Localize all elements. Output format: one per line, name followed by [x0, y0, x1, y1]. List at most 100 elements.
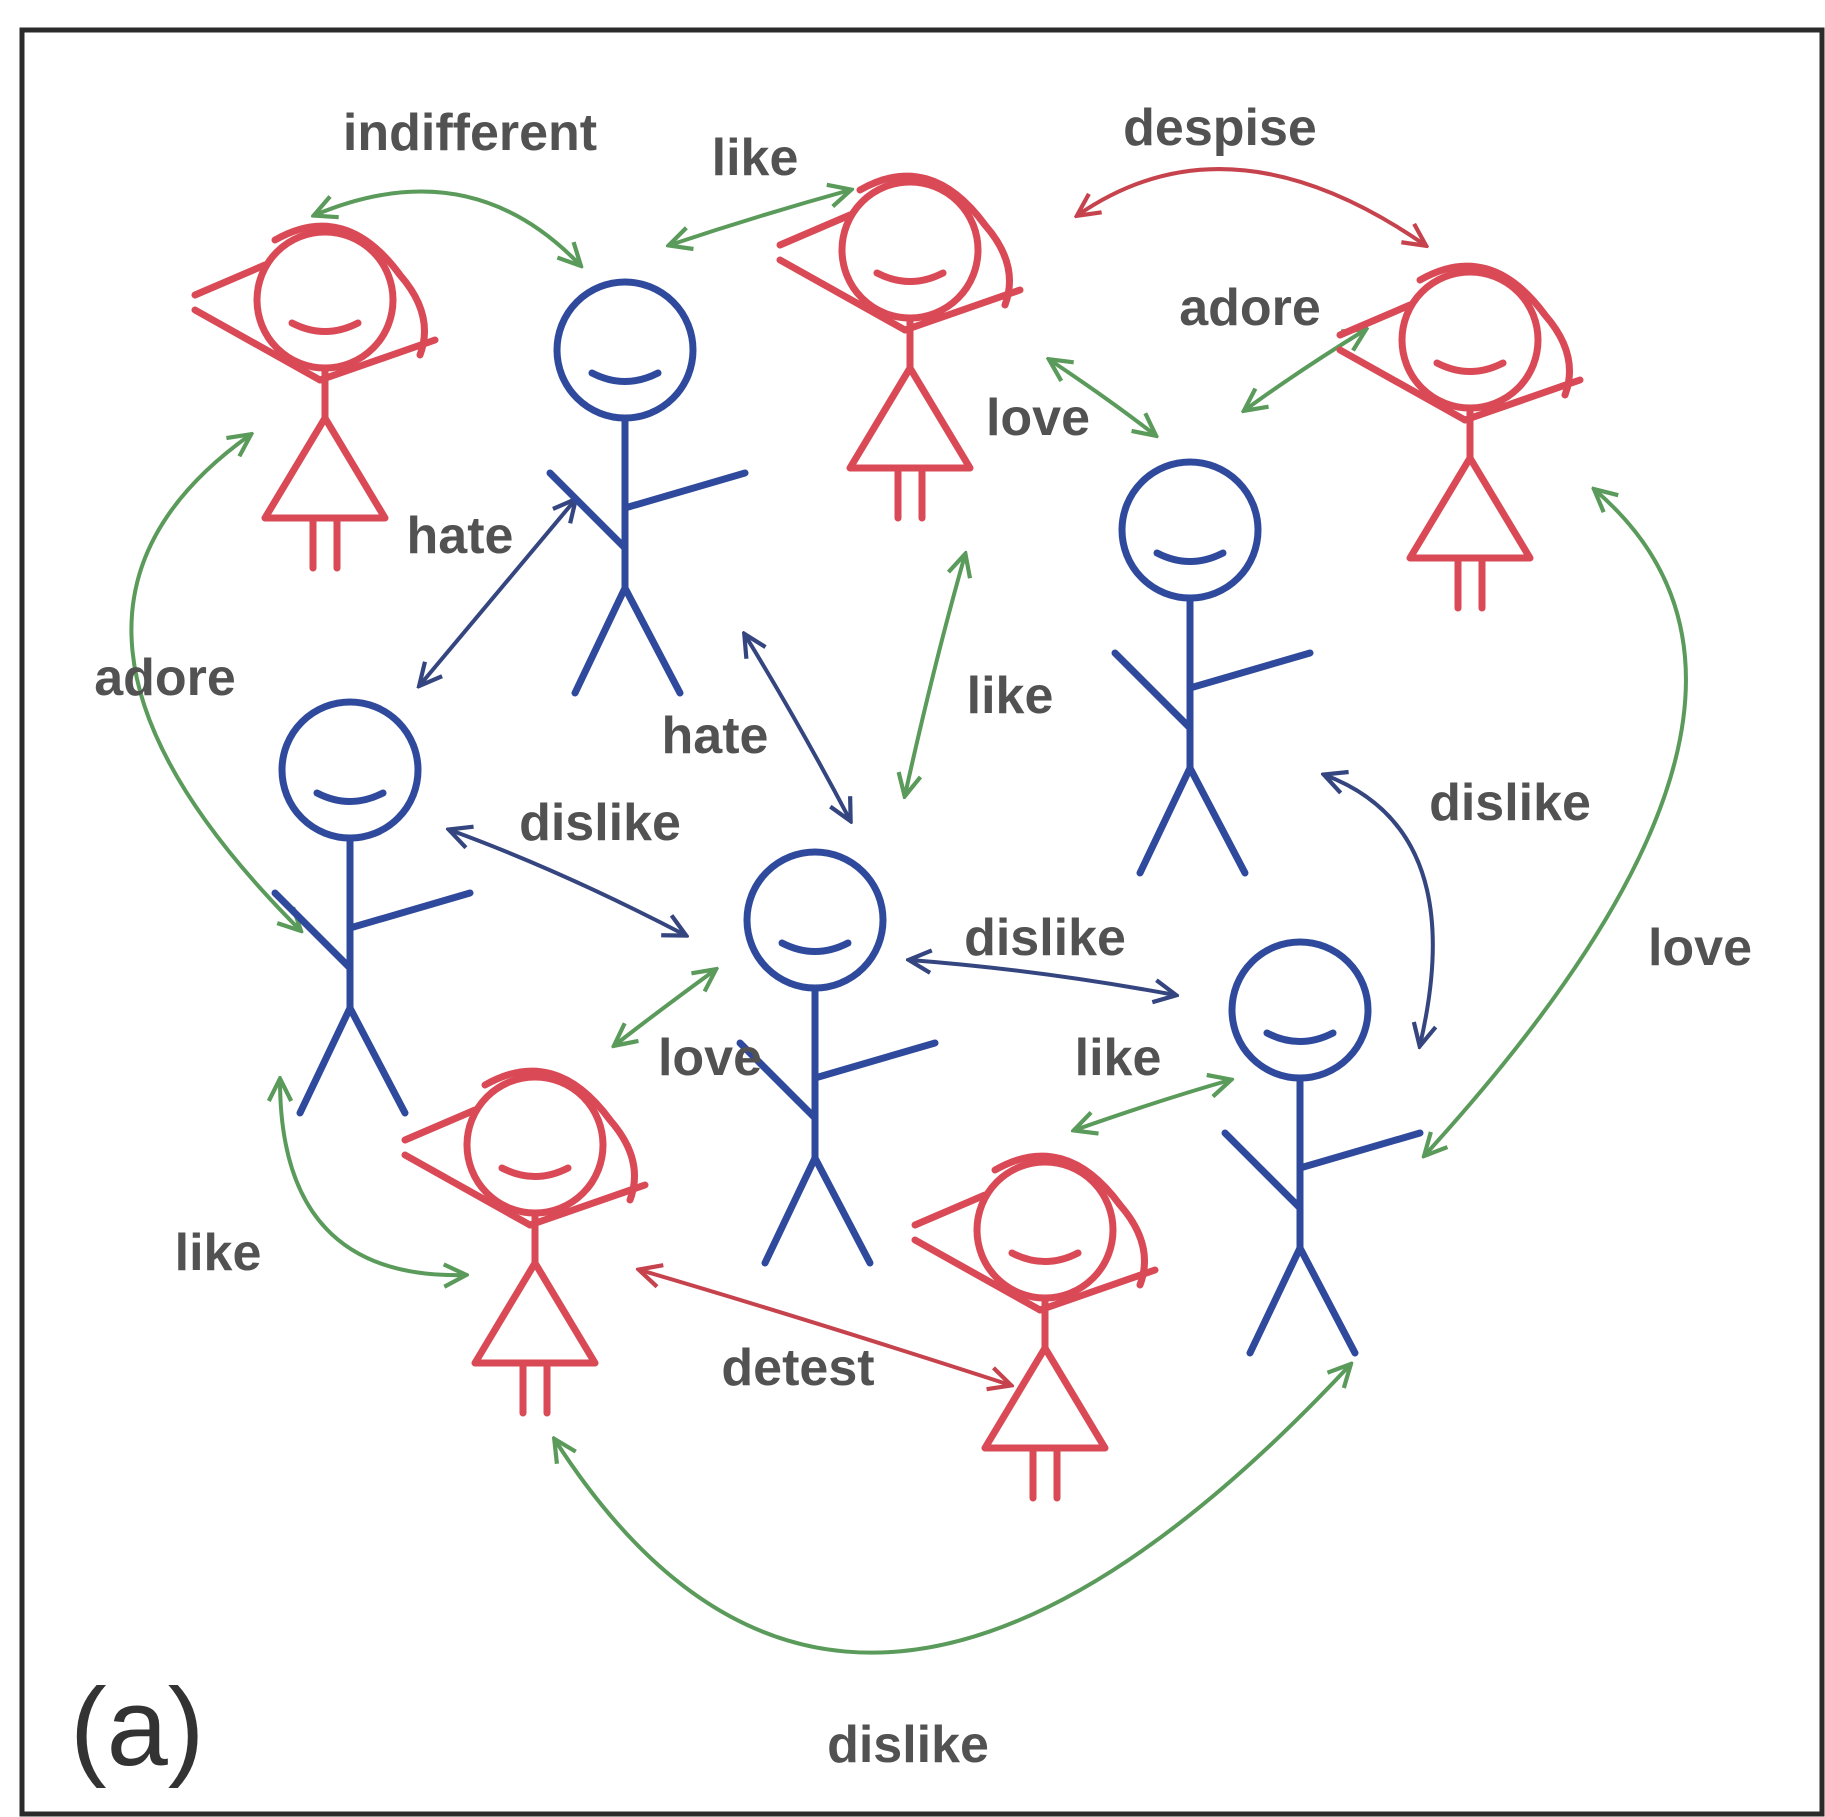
eye-icon: [360, 746, 374, 760]
relation-label-r6: hate: [407, 507, 514, 565]
arm-line: [1336, 301, 1414, 339]
relation-label-r15: like: [1075, 1029, 1162, 1087]
relation-arrow-r1: [315, 189, 580, 265]
relation-label-r18: dislike: [827, 1716, 989, 1774]
relation-arrow-r12: [910, 960, 1175, 995]
head-icon: [463, 1073, 607, 1217]
leg-line: [571, 584, 629, 697]
arm-line: [1336, 346, 1469, 424]
relation-label-r7: hate: [662, 707, 769, 765]
head-icon: [838, 178, 982, 322]
relation-arrow-r13: [1425, 490, 1688, 1155]
relation-arrow-r3: [1078, 167, 1425, 245]
eye-icon: [335, 276, 349, 290]
relation-label-r12: dislike: [964, 909, 1126, 967]
head-icon: [973, 1158, 1117, 1302]
leg-line: [1296, 1244, 1359, 1357]
eye-icon: [1055, 1206, 1069, 1220]
relation-arrow-r18: [555, 1365, 1350, 1655]
relation-label-r1: indifferent: [343, 104, 597, 162]
female-figure-F1: [191, 222, 439, 572]
people-layer: [191, 172, 1584, 1502]
eye-icon: [595, 326, 609, 340]
head-icon: [1398, 268, 1542, 412]
eye-icon: [1200, 506, 1214, 520]
arm-line: [736, 1039, 819, 1122]
relation-label-r2: like: [712, 129, 799, 187]
eye-icon: [880, 226, 894, 240]
smile-icon: [1153, 549, 1227, 565]
dress-icon: [1406, 454, 1534, 562]
smile-icon: [1008, 1249, 1082, 1265]
relation-label-r8: like: [967, 667, 1054, 725]
relation-arrow-r11: [1325, 775, 1433, 1045]
eye-icon: [545, 1121, 559, 1135]
head-icon: [1118, 458, 1262, 602]
eye-icon: [295, 276, 309, 290]
eye-icon: [1310, 986, 1324, 1000]
relation-label-r5: love: [986, 389, 1090, 447]
dress-icon: [261, 414, 389, 522]
leg-line: [296, 1004, 354, 1117]
eye-icon: [920, 226, 934, 240]
female-figure-F2: [776, 172, 1024, 522]
male-figure-M2: [271, 698, 474, 1117]
smile-icon: [288, 319, 362, 335]
relation-label-r3: despise: [1123, 99, 1317, 157]
male-figure-M5: [1221, 938, 1424, 1357]
relation-label-r17: detest: [721, 1339, 874, 1397]
leg-line: [811, 1154, 874, 1267]
arm-line: [1461, 376, 1584, 424]
eye-icon: [320, 746, 334, 760]
eye-icon: [635, 326, 649, 340]
dress-icon: [981, 1344, 1109, 1452]
arm-line: [526, 1181, 649, 1229]
hair-icon: [271, 222, 428, 359]
panel-label: (a): [70, 1666, 204, 1789]
relation-label-r9: adore: [94, 649, 236, 707]
leg-line: [1136, 764, 1194, 877]
arm-line: [776, 211, 854, 249]
female-figure-F4: [401, 1067, 649, 1417]
arm-line: [191, 261, 269, 299]
relation-arrow-r14: [615, 970, 715, 1045]
arm-line: [1221, 1129, 1304, 1212]
hair-icon: [1416, 262, 1573, 399]
arm-line: [191, 306, 324, 384]
arm-line: [811, 1039, 939, 1082]
smile-icon: [873, 269, 947, 285]
eye-icon: [1440, 316, 1454, 330]
arm-line: [621, 469, 749, 512]
female-figure-F3: [1336, 262, 1584, 612]
relation-arrow-r9: [129, 435, 300, 930]
smile-icon: [778, 939, 852, 955]
eye-icon: [505, 1121, 519, 1135]
relation-label-r13: love: [1648, 919, 1752, 977]
male-figure-M4: [736, 848, 939, 1267]
relation-label-r4: adore: [1179, 279, 1321, 337]
eye-icon: [1015, 1206, 1029, 1220]
leg-line: [1246, 1244, 1304, 1357]
relation-label-r11: dislike: [1429, 774, 1591, 832]
dress-icon: [471, 1259, 599, 1367]
arm-line: [1186, 649, 1314, 692]
diagram-frame: [19, 27, 1825, 1817]
arm-line: [271, 889, 354, 972]
relation-label-r16: like: [175, 1224, 262, 1282]
leg-line: [621, 584, 684, 697]
smile-icon: [1433, 359, 1507, 375]
head-icon: [743, 848, 887, 992]
relation-arrow-r6: [420, 500, 575, 685]
eye-icon: [1480, 316, 1494, 330]
relation-arrow-r2: [670, 190, 850, 245]
head-icon: [253, 228, 397, 372]
relation-label-r14: love: [658, 1029, 762, 1087]
eye-icon: [1160, 506, 1174, 520]
relation-arrow-r4: [1245, 330, 1365, 410]
relation-labels-layer: indifferent like despise adore love hate hate l…: [94, 99, 1752, 1774]
eye-icon: [1270, 986, 1284, 1000]
relation-arrow-r16: [280, 1080, 465, 1275]
arm-line: [546, 469, 629, 552]
smile-icon: [1263, 1029, 1337, 1045]
